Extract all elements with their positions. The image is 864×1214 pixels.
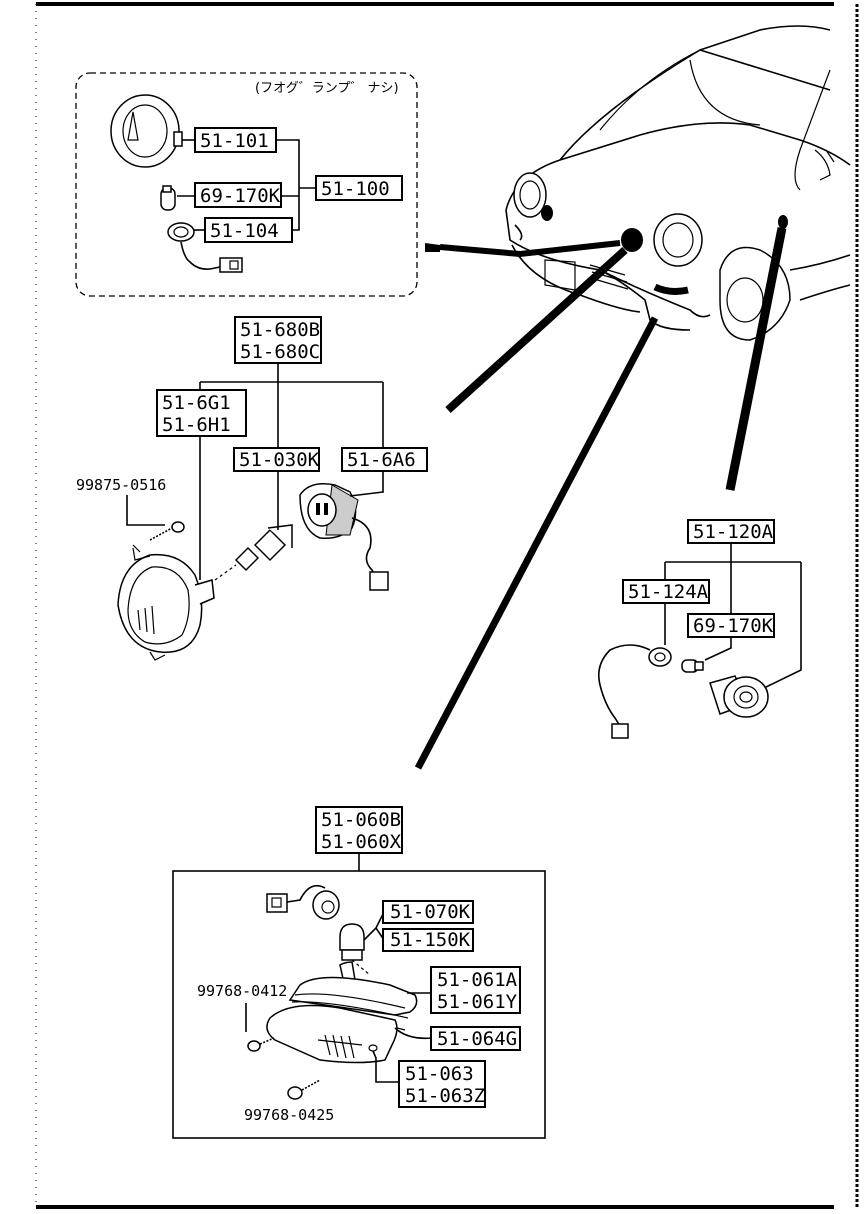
part-label-51-680b: 51-680B bbox=[240, 319, 320, 341]
blank-cover-drawing bbox=[110, 94, 183, 168]
side-marker-lens-drawing bbox=[709, 675, 769, 718]
fog-lamp-assembly: 51-680B 51-680C 51-6G1 51-6H1 51-030K 51… bbox=[76, 316, 428, 661]
part-label-99768-0425: 99768-0425 bbox=[244, 1106, 334, 1124]
front-combination-lamp-assembly: 51-060B 51-060X 51-070K 51-150K bbox=[172, 806, 546, 1139]
part-label-69-170k-a: 69-170K bbox=[200, 185, 281, 207]
part-label-51-063: 51-063 bbox=[405, 1063, 474, 1085]
leader-lines bbox=[414, 227, 787, 770]
fog-socket-drawing bbox=[299, 483, 389, 591]
socket-wire-drawing bbox=[167, 222, 243, 273]
combo-screw-2-drawing bbox=[287, 1079, 321, 1100]
part-box-51-070k bbox=[382, 900, 474, 924]
part-box-51-060 bbox=[315, 806, 403, 854]
combo-screw-1-drawing bbox=[247, 1037, 275, 1052]
combo-socket-drawing bbox=[266, 884, 340, 920]
part-label-99768-0412: 99768-0412 bbox=[197, 982, 287, 1000]
part-label-51-070k: 51-070K bbox=[390, 901, 471, 923]
part-label-51-030k: 51-030K bbox=[239, 449, 320, 471]
side-marker-bulb-drawing bbox=[681, 659, 704, 673]
part-label-51-061y: 51-061Y bbox=[437, 991, 518, 1013]
part-label-51-060b: 51-060B bbox=[321, 809, 401, 831]
part-box-51-100 bbox=[315, 175, 403, 201]
side-marker-assembly: 51-120A 51-124A 69-170K bbox=[597, 519, 802, 739]
car-front-drawing bbox=[505, 25, 851, 341]
fog-group-outline bbox=[75, 72, 418, 297]
part-label-51-680c: 51-680C bbox=[240, 341, 320, 363]
part-label-51-060x: 51-060X bbox=[321, 831, 402, 853]
screw-drawing bbox=[149, 521, 185, 541]
part-label-51-064g: 51-064G bbox=[437, 1028, 517, 1050]
part-label-99875-0516: 99875-0516 bbox=[76, 476, 166, 494]
combo-housing-drawing bbox=[266, 961, 418, 1064]
part-label-51-6g1: 51-6G1 bbox=[162, 392, 231, 414]
part-label-51-6h1: 51-6H1 bbox=[162, 414, 231, 436]
part-label-69-170k-b: 69-170K bbox=[693, 615, 774, 637]
part-box-51-124a bbox=[622, 579, 710, 604]
part-box-51-101 bbox=[194, 127, 277, 153]
halogen-bulb-drawing bbox=[214, 524, 293, 581]
part-label-51-150k: 51-150K bbox=[390, 929, 471, 951]
part-box-51-061 bbox=[430, 966, 521, 1014]
fog-group-note: (フオグ゛ランプ゛ ナシ) bbox=[255, 81, 399, 96]
combination-lamp-frame bbox=[172, 870, 546, 1139]
part-label-51-100: 51-100 bbox=[321, 178, 390, 200]
page-frame bbox=[35, 2, 859, 1209]
bulb-drawing bbox=[160, 185, 176, 211]
combo-bulb-drawing bbox=[339, 923, 371, 976]
fog-lamp-housing-drawing bbox=[117, 547, 215, 661]
part-label-51-6a6: 51-6A6 bbox=[347, 449, 416, 471]
part-box-51-104 bbox=[204, 217, 293, 243]
part-box-51-063 bbox=[398, 1060, 486, 1108]
fog-lamp-group: (フオグ゛ランプ゛ ナシ) 51-101 69-170K 51- bbox=[75, 72, 418, 297]
part-box-51-6g1 bbox=[156, 389, 247, 437]
part-box-51-030k bbox=[233, 447, 320, 472]
side-marker-socket-drawing bbox=[597, 644, 672, 739]
part-label-51-120a: 51-120A bbox=[693, 521, 774, 543]
part-box-51-680 bbox=[234, 316, 322, 364]
part-box-69-170k-a bbox=[194, 182, 282, 208]
part-label-51-104: 51-104 bbox=[210, 220, 279, 242]
part-box-51-064g bbox=[430, 1026, 521, 1051]
part-box-51-6a6 bbox=[341, 447, 428, 472]
part-label-51-101: 51-101 bbox=[200, 130, 269, 152]
part-box-51-150k bbox=[382, 928, 474, 952]
part-label-51-061a: 51-061A bbox=[437, 969, 518, 991]
part-label-51-063z: 51-063Z bbox=[405, 1085, 485, 1107]
part-label-51-124a: 51-124A bbox=[628, 581, 709, 603]
